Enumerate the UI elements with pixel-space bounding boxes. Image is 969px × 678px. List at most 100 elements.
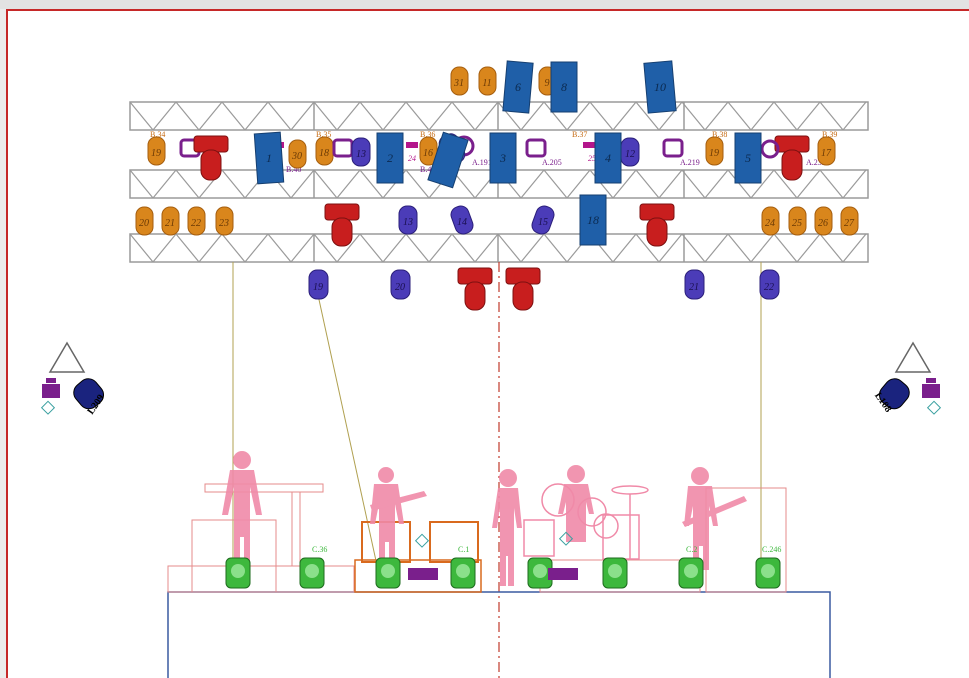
indigo-fixture[interactable]: 19 <box>308 269 329 300</box>
label-b37: B.37 <box>572 130 587 139</box>
truss-lattice-line <box>750 169 775 199</box>
amber-fixture[interactable]: 19 <box>705 136 724 166</box>
amber-fixture[interactable]: 11 <box>478 66 497 96</box>
fixture-number: 19 <box>709 148 719 159</box>
green-wash-lens <box>761 564 775 578</box>
purple-fixture[interactable] <box>332 138 354 158</box>
blue-fixture[interactable]: 5 <box>734 132 762 184</box>
fixture-number: 20 <box>139 218 149 229</box>
fixture-number: 18 <box>587 213 599 227</box>
performer-guitarist-right[interactable] <box>682 467 747 570</box>
truss-lattice-line <box>681 101 706 131</box>
purple-floor-fixture[interactable] <box>548 568 578 580</box>
truss-lattice-line <box>221 233 246 263</box>
amber-fixture[interactable]: 27 <box>840 206 859 236</box>
indigo-fixture[interactable]: 13 <box>351 137 371 167</box>
amber-fixture[interactable]: 25 <box>788 206 807 236</box>
truss-lattice-line <box>727 101 752 131</box>
indigo-fixture[interactable]: 20 <box>390 269 411 300</box>
purple-floor-fixture[interactable] <box>408 568 438 580</box>
truss-lattice-line <box>244 101 269 131</box>
indigo-fixture[interactable]: 21 <box>684 269 705 300</box>
amber-fixture[interactable]: 24 <box>761 206 780 236</box>
truss-lattice-line <box>658 169 683 199</box>
amber-fixture[interactable]: 18 <box>315 136 334 166</box>
label-b36: B.36 <box>420 130 435 139</box>
truss-lattice-line <box>198 101 223 131</box>
truss-lattice-line <box>727 233 752 263</box>
truss-lattice-line <box>635 233 660 263</box>
b-labels: B.34 B.35 B.36 B.37 B.38 B.39 B.40 B.41 <box>150 130 837 174</box>
fixture-number: 4 <box>605 151 611 165</box>
diamond-marker-icon <box>558 531 574 546</box>
amber-fixture[interactable]: 31 <box>450 66 469 96</box>
red-moving-head[interactable] <box>505 267 541 311</box>
blue-fixture[interactable]: 8 <box>550 61 578 113</box>
amber-fixture[interactable]: 19 <box>147 136 166 166</box>
magenta-fixture[interactable] <box>406 142 418 148</box>
red-moving-head[interactable] <box>457 267 493 311</box>
blue-fixture[interactable]: 10 <box>643 60 677 114</box>
magenta-fixture[interactable] <box>583 142 595 148</box>
fixture-number: 24 <box>765 218 775 229</box>
fixture-number: 15 <box>538 217 548 228</box>
indigo-fixture[interactable]: 22 <box>759 269 780 300</box>
truss-lattice-line <box>221 169 246 199</box>
purple-fixture[interactable] <box>525 138 547 158</box>
blue-fixture[interactable]: 1 <box>253 131 285 185</box>
truss-lattice-line <box>129 169 154 199</box>
performer-singer[interactable] <box>492 469 522 586</box>
indigo-fixture[interactable]: 13 <box>398 205 418 235</box>
truss-lattice-line <box>198 233 223 263</box>
side-boom-left[interactable]: L209 <box>40 341 108 417</box>
green-wash-lens <box>533 564 547 578</box>
red-moving-head[interactable] <box>193 135 229 181</box>
indigo-fixture[interactable]: 14 <box>449 204 475 236</box>
truss-lattice-line <box>451 101 476 131</box>
truss-lattice-line <box>658 101 683 131</box>
blue-fixture[interactable]: 4 <box>594 132 622 184</box>
truss-lattice-line <box>336 233 361 263</box>
performer-guitarist-left[interactable] <box>370 467 427 566</box>
blue-fixture[interactable]: 6 <box>502 60 534 114</box>
side-boom-right[interactable]: L108 <box>872 341 942 415</box>
blue-fixture[interactable]: 18 <box>579 194 607 246</box>
amber-fixture[interactable]: 22 <box>187 206 206 236</box>
amber-fixture[interactable]: 17 <box>817 136 836 166</box>
amber-fixture[interactable]: 21 <box>161 206 180 236</box>
red-moving-head[interactable] <box>639 203 675 247</box>
fixture-number: 31 <box>453 78 464 89</box>
fixture-number: 19 <box>151 148 161 159</box>
truss-lattice-line <box>313 169 338 199</box>
label-b41: B.41 <box>420 165 435 174</box>
fixture-number: 21 <box>689 282 699 293</box>
truss-lattice-line <box>405 101 430 131</box>
truss-lattice-line <box>175 169 200 199</box>
truss-lattice-line <box>497 101 522 131</box>
performer-drummer[interactable] <box>558 465 594 542</box>
amber-fixture[interactable]: 30 <box>288 139 307 169</box>
performer-keyboardist[interactable] <box>222 451 262 567</box>
purple-fixture[interactable] <box>760 139 780 159</box>
purple-fixture[interactable] <box>662 138 684 158</box>
fixture-number: 19 <box>313 282 323 293</box>
red-moving-head[interactable] <box>324 203 360 247</box>
fixture-number: 8 <box>561 80 567 94</box>
amber-fixture[interactable]: 23 <box>215 206 234 236</box>
indigo-fixture[interactable]: 12 <box>620 137 640 167</box>
truss-lattice-line <box>405 169 430 199</box>
blue-fixture[interactable]: 3 <box>489 132 517 184</box>
indigo-fixture[interactable]: 15 <box>530 204 556 236</box>
red-moving-head[interactable] <box>774 135 810 181</box>
amber-fixture[interactable]: 20 <box>135 206 154 236</box>
blue-fixture[interactable] <box>427 131 469 189</box>
truss-lattice-line <box>635 169 660 199</box>
amber-fixture[interactable]: 26 <box>814 206 833 236</box>
blue-fixture[interactable]: 2 <box>376 132 404 184</box>
fixture-number: 22 <box>764 282 774 293</box>
drawing-canvas[interactable] <box>6 9 969 678</box>
green-wash-lens <box>608 564 622 578</box>
truss-lattice-line <box>612 169 637 199</box>
truss-lattice-line <box>681 169 706 199</box>
